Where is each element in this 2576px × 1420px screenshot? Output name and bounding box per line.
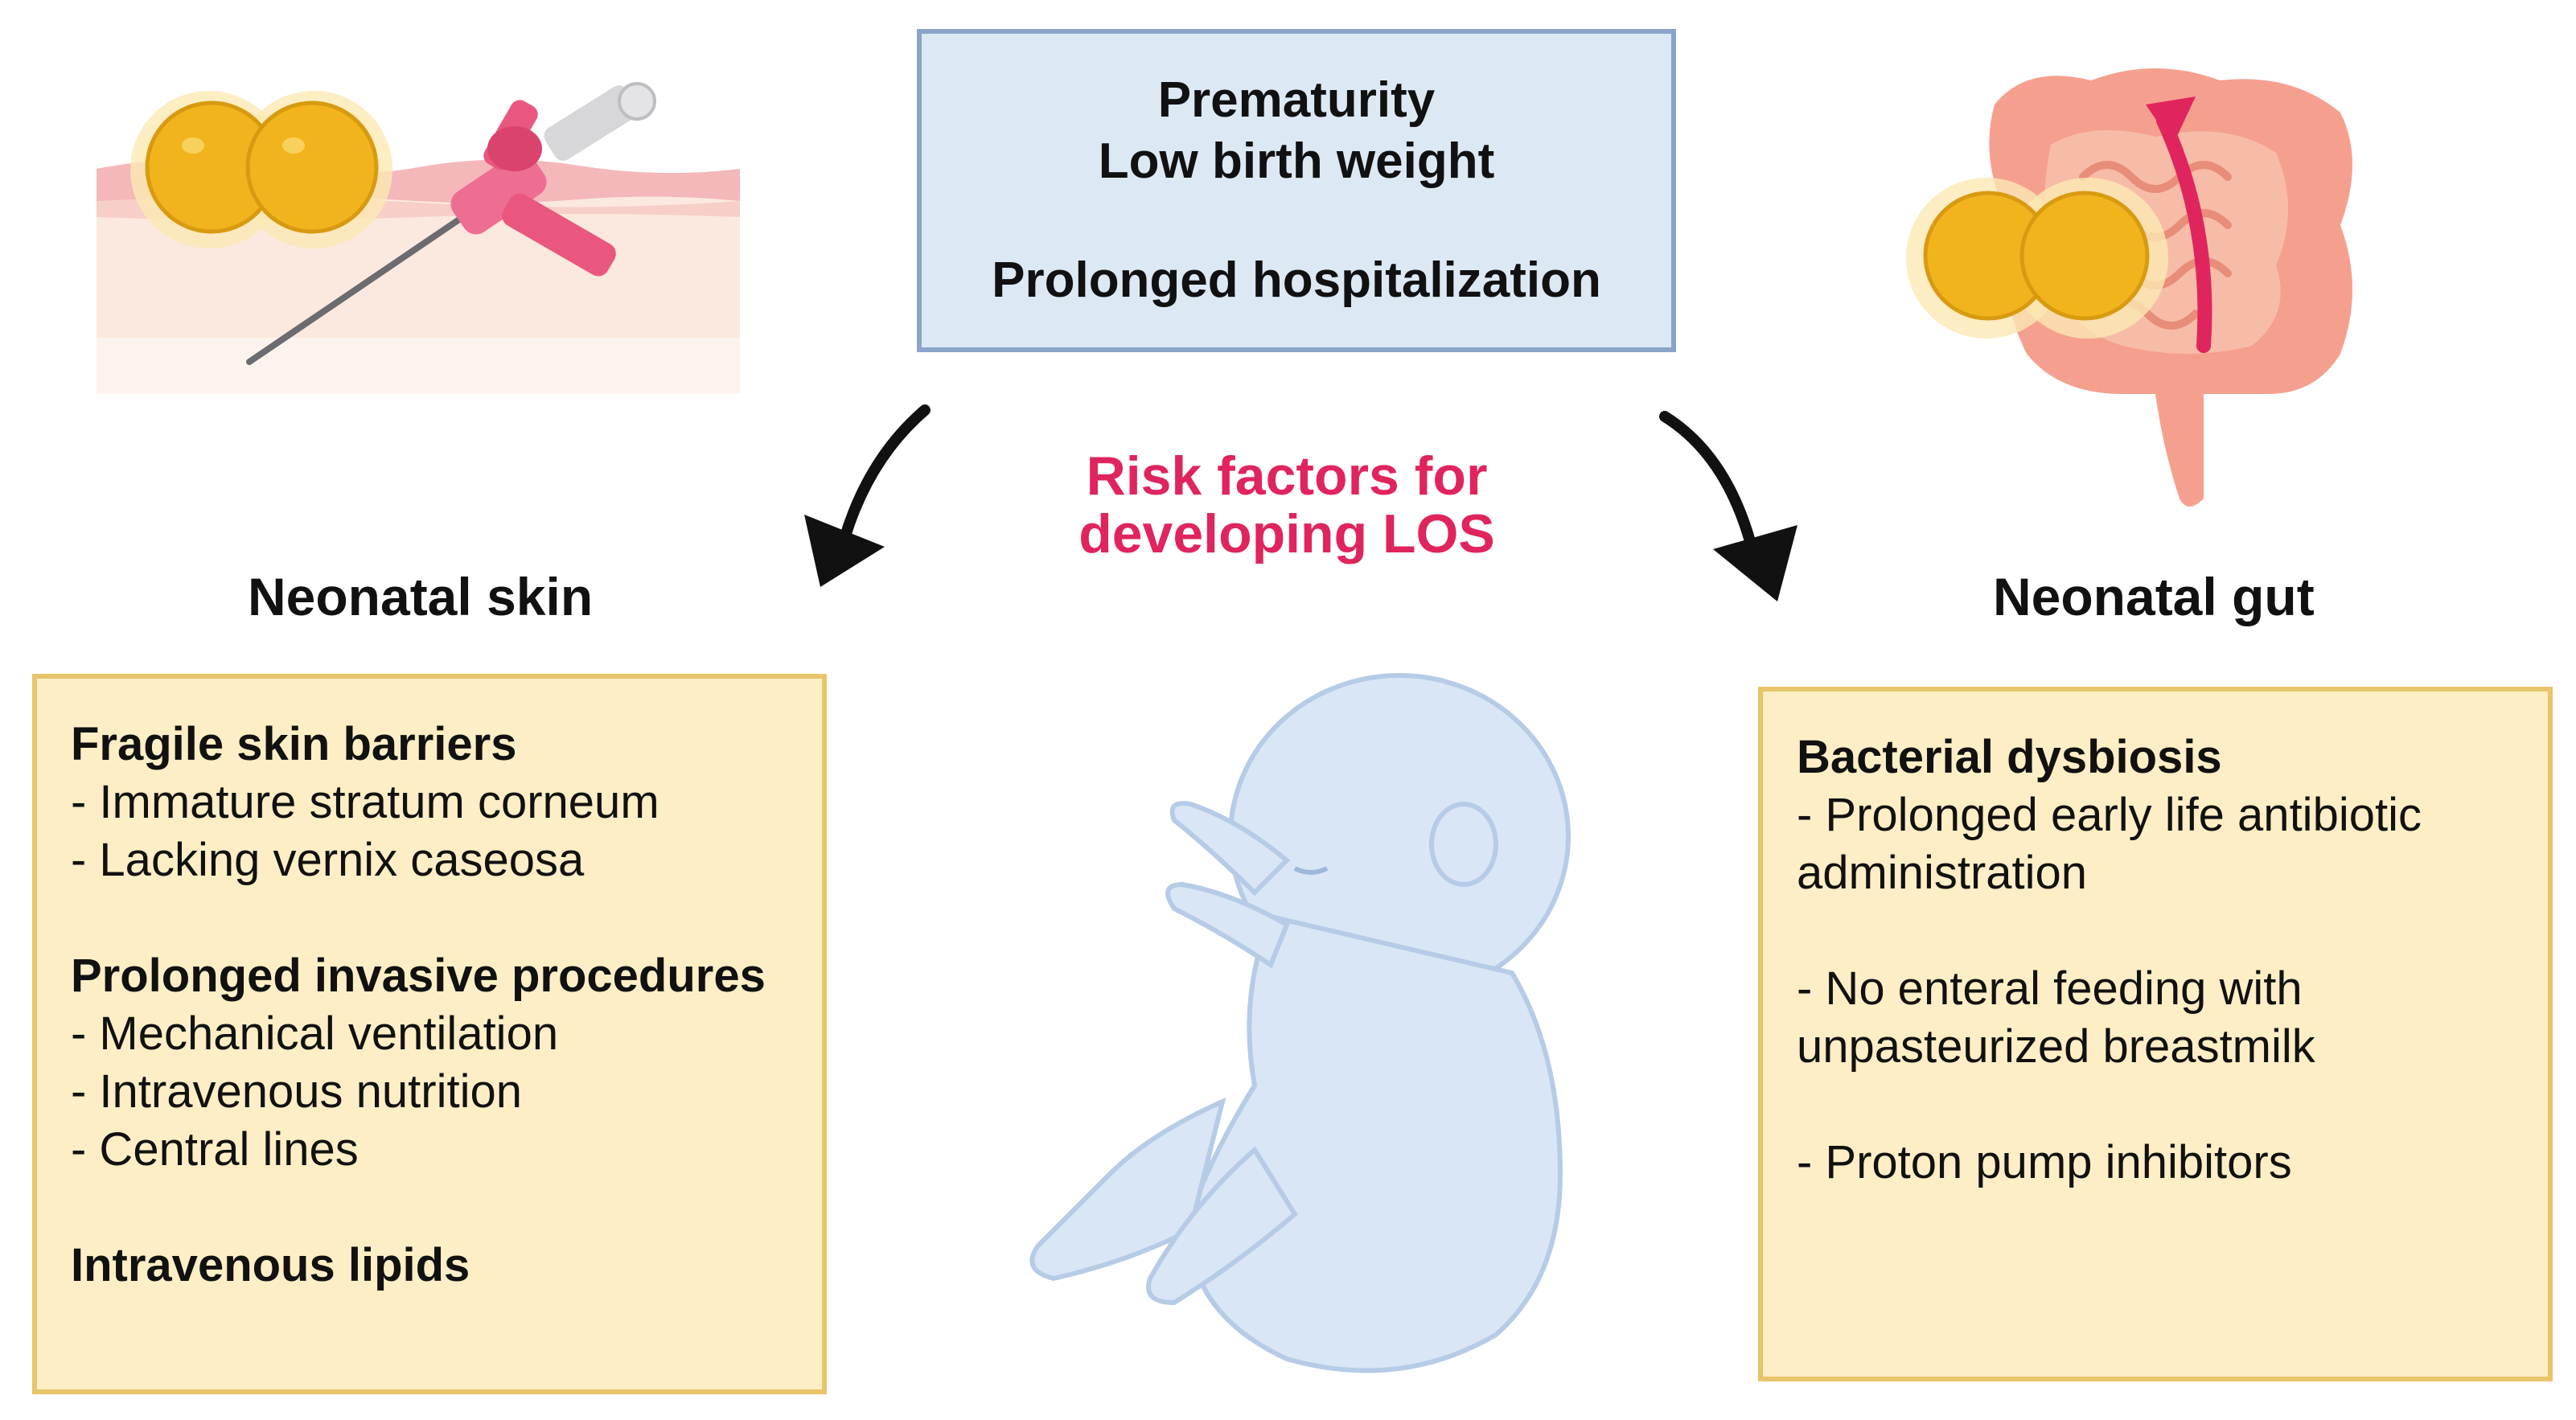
- spacer: [1797, 902, 2514, 960]
- list-item: unpasteurized breastmilk: [1797, 1020, 2315, 1073]
- risk-factor-box: Prematurity Low birth weight Prolonged h…: [917, 29, 1676, 352]
- risk-line-prematurity: Prematurity: [1157, 72, 1436, 128]
- staphylococcus-icon: [1906, 178, 2168, 339]
- skin-heading-barriers: Fragile skin barriers: [71, 718, 517, 770]
- list-item: administration: [1797, 847, 2088, 899]
- risk-line-hospitalization: Prolonged hospitalization: [992, 252, 1601, 308]
- fetus-icon: [1029, 673, 1571, 1373]
- skin-catheter-icon: [97, 82, 740, 394]
- list-item: - No enteral feeding with: [1797, 962, 2303, 1015]
- curved-arrow-icon: [1659, 411, 1797, 601]
- staphylococcus-icon: [130, 91, 392, 248]
- diagram-title: Risk factors for developing LOS: [997, 447, 1576, 563]
- skin-section-title: Neonatal skin: [248, 567, 594, 626]
- spacer: [71, 1179, 788, 1237]
- skin-risk-panel: Fragile skin barriers - Immature stratum…: [32, 674, 827, 1394]
- list-item: - Mechanical ventilation: [71, 1008, 559, 1060]
- list-item: - Prolonged early life antibiotic: [1797, 789, 2422, 841]
- gut-section-title: Neonatal gut: [1993, 567, 2315, 626]
- list-item: - Lacking vernix caseosa: [71, 834, 585, 886]
- list-item: - Proton pump inhibitors: [1797, 1136, 2292, 1188]
- diagram-title-line2: developing LOS: [1078, 503, 1495, 564]
- list-item: - Immature stratum corneum: [71, 776, 659, 828]
- diagram-title-line1: Risk factors for: [1086, 445, 1488, 507]
- curved-arrow-icon: [804, 404, 931, 587]
- list-item: - Intravenous nutrition: [71, 1065, 522, 1118]
- list-item: - Central lines: [71, 1123, 359, 1176]
- risk-line-birth-weight: Low birth weight: [1098, 133, 1495, 189]
- gut-risk-panel: Bacterial dysbiosis - Prolonged early li…: [1758, 687, 2553, 1381]
- gut-heading-dysbiosis: Bacterial dysbiosis: [1797, 731, 2222, 783]
- skin-heading-lipids: Intravenous lipids: [71, 1239, 470, 1291]
- spacer: [71, 889, 788, 947]
- skin-heading-procedures: Prolonged invasive procedures: [71, 950, 766, 1002]
- spacer: [1797, 1076, 2514, 1134]
